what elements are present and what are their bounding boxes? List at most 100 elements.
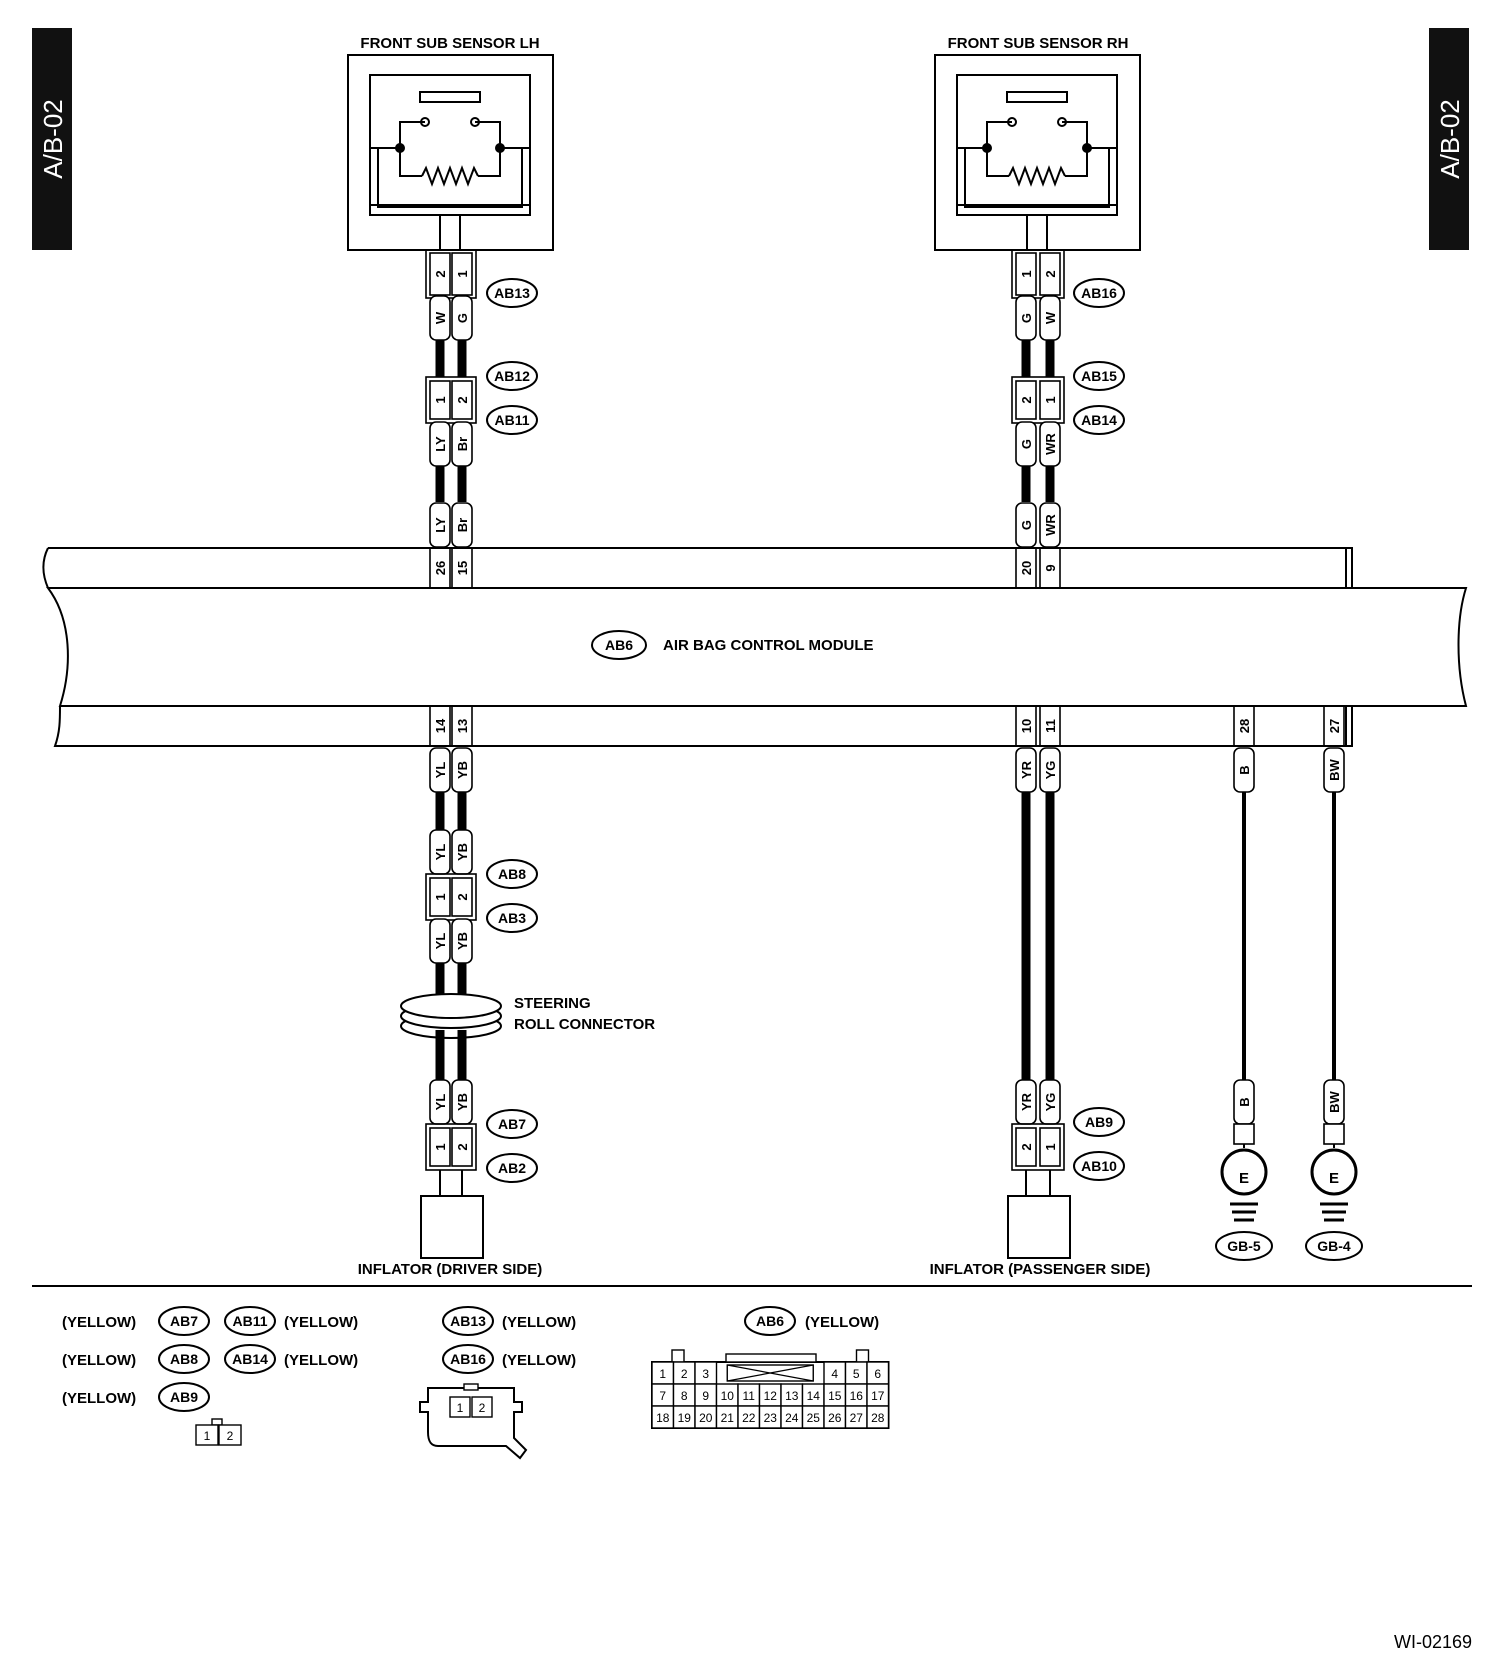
svg-text:(YELLOW): (YELLOW) — [62, 1352, 136, 1369]
legend-grid-number: 23 — [764, 1411, 778, 1425]
connector-ab9-tag — [1073, 1107, 1125, 1137]
wire-color-label: B — [1237, 1097, 1252, 1106]
steering-roll-line1: STEERING — [514, 995, 591, 1012]
legend-pin-cell — [218, 1424, 242, 1446]
legend-grid-number: 28 — [871, 1411, 885, 1425]
ground-label-tag — [1215, 1231, 1273, 1261]
connector-outline — [1011, 249, 1065, 299]
legend-pin-number: 2 — [479, 1401, 486, 1415]
svg-text:(YELLOW): (YELLOW) — [502, 1314, 576, 1331]
wire-color-label: Br — [455, 518, 470, 532]
pin-box — [429, 877, 451, 917]
steering-roll-line2: ROLL CONNECTOR — [514, 1016, 655, 1033]
connector-ab13-tag — [486, 278, 538, 308]
connector-ab8: AB8 — [498, 866, 526, 882]
connector-ab7: AB7 — [498, 1116, 526, 1132]
legend-pin-cell — [471, 1396, 493, 1418]
roll-disc — [400, 993, 502, 1019]
wire-color-label: WR — [1043, 514, 1058, 536]
legend-ab13: AB13 — [450, 1313, 486, 1329]
module-label: AB6 AIR BAG CONTROL MODULE — [591, 630, 874, 660]
legend-grid-number: 2 — [681, 1367, 688, 1381]
legend-grid-number: 3 — [702, 1367, 709, 1381]
pin-label: 2 — [433, 270, 448, 277]
pin-box — [451, 877, 473, 917]
connector-ab10: AB10 — [1081, 1158, 1117, 1174]
pin-label: 28 — [1237, 719, 1252, 733]
svg-text:(YELLOW): (YELLOW) — [284, 1314, 358, 1331]
inflator-passenger-box — [1007, 1195, 1071, 1259]
legend-pin-number: 1 — [204, 1429, 211, 1443]
connector-ab12: AB12 — [494, 368, 530, 384]
legend-grid-cell — [866, 1405, 890, 1429]
connector-ab10-tag — [1073, 1151, 1125, 1181]
legend-group1: (YELLOW) (YELLOW) (YELLOW) (YELLOW) (YEL… — [62, 1314, 358, 1407]
legend-grid-number: 19 — [678, 1411, 692, 1425]
pin-label: 2 — [455, 1143, 470, 1150]
legend-key — [463, 1383, 479, 1391]
pin-box — [1039, 1127, 1061, 1167]
connector-ab3: AB3 — [498, 910, 526, 926]
svg-text:A/B-02: A/B-02 — [1435, 99, 1465, 179]
pin-label: 15 — [455, 561, 470, 575]
connector-ab15: AB15 — [1081, 368, 1117, 384]
wire-color-label: LY — [433, 517, 448, 533]
wire-color-label: Br — [455, 437, 470, 451]
pin-label: 1 — [433, 1143, 448, 1150]
connector-outline — [425, 873, 477, 921]
legend-pin-cell — [449, 1396, 471, 1418]
legend-grid-number: 11 — [743, 1389, 756, 1403]
connector-ab7-tag — [486, 1109, 538, 1139]
legend-grid-number: 26 — [828, 1411, 842, 1425]
legend-ab11: AB11 — [232, 1313, 267, 1329]
legend-group2: (YELLOW) (YELLOW) — [502, 1314, 576, 1369]
wire-color-label: G — [1019, 313, 1034, 323]
legend-ab6-tag — [744, 1306, 796, 1336]
wire-color-label: WR — [1043, 433, 1058, 455]
legend-key — [855, 1349, 870, 1363]
pin-label: 2 — [1043, 270, 1058, 277]
legend-grid-number: 10 — [721, 1389, 735, 1403]
legend-group3: (YELLOW) — [805, 1314, 879, 1331]
pin-label: 2 — [455, 396, 470, 403]
pin-box — [1039, 252, 1061, 296]
wire-color-label: YG — [1043, 1093, 1058, 1112]
connector-outline — [1011, 376, 1065, 424]
page-tab-right: A/B-02 — [1429, 28, 1469, 250]
pin-box — [429, 380, 451, 420]
pin-label: 2 — [1019, 396, 1034, 403]
connector-ab14-tag — [1073, 405, 1125, 435]
svg-text:AIR BAG CONTROL MODULE: AIR BAG CONTROL MODULE — [663, 637, 874, 654]
connector-ab9: AB9 — [1085, 1114, 1113, 1130]
legend-grid-number: 1 — [659, 1367, 666, 1381]
pin-label: 14 — [433, 718, 448, 733]
legend-grid-number: 25 — [807, 1411, 821, 1425]
legend-ab8: AB8 — [170, 1351, 198, 1367]
pin-label: 11 — [1043, 719, 1058, 733]
legend-ab7-tag — [158, 1306, 210, 1336]
legend-ab9-tag — [158, 1382, 210, 1412]
wire-color-label: B — [1237, 765, 1252, 774]
sensor-rh-box — [934, 54, 1141, 251]
legend-grid-number: 21 — [721, 1411, 735, 1425]
inflator-driver-title: INFLATOR (DRIVER SIDE) — [358, 1261, 542, 1278]
module-body — [42, 547, 1468, 747]
legend-grid-number: 17 — [871, 1389, 885, 1403]
wire-color-label: YL — [433, 1094, 448, 1111]
svg-text:(YELLOW): (YELLOW) — [62, 1314, 136, 1331]
svg-text:(YELLOW): (YELLOW) — [62, 1390, 136, 1407]
pin-box — [451, 252, 473, 296]
wire-color-label: YB — [455, 761, 470, 779]
legend-grid-number: 4 — [831, 1367, 838, 1381]
legend-grid-number: 14 — [807, 1389, 821, 1403]
legend-key — [725, 1353, 817, 1363]
pin-label: 2 — [455, 893, 470, 900]
pin-label: 26 — [433, 561, 448, 575]
legend-ab6: AB6 — [756, 1313, 784, 1329]
legend-grid-number: 16 — [850, 1389, 864, 1403]
svg-text:(YELLOW): (YELLOW) — [284, 1352, 358, 1369]
connector-ab13: AB13 — [494, 285, 530, 301]
pin-label: 13 — [455, 719, 470, 733]
legend-housing — [419, 1387, 528, 1460]
